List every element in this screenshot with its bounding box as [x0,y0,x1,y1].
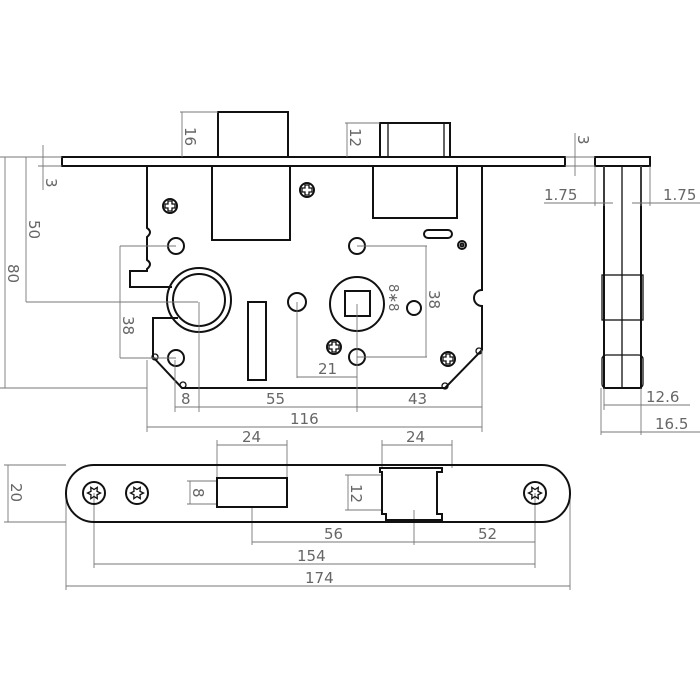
deadbolt-housing [211,165,291,241]
faceplate [61,156,566,167]
label-strike-height: 20 [7,483,25,502]
label-side-faceplate-thickness: 3 [574,135,592,145]
label-strike-opening-2-width: 24 [406,428,425,446]
screw-icon [299,182,315,198]
holes [151,229,483,390]
label-strike-opening-1-width: 24 [242,428,261,446]
label-left-hole-spacing: 38 [119,316,137,335]
strike-opening-latch [379,467,443,521]
label-strike-distance-2: 52 [478,525,497,543]
strike-opening-deadbolt [216,477,288,508]
label-strike-opening-2-height: 12 [347,484,365,503]
label-body-thickness: 12.6 [646,388,679,406]
strike-plate [65,464,571,523]
screw-icon [162,198,178,214]
torx-screw-icon [523,481,547,505]
label-body-width: 116 [290,410,319,428]
latch-housing [372,165,458,219]
label-total-thickness: 16.5 [655,415,688,433]
latch-bolt [379,122,451,158]
dimension-labels: 16 12 3 50 80 38 38 8∗8 21 8 55 43 116 3… [4,127,696,587]
label-body-height: 80 [4,264,22,283]
label-faceplate-thickness: 3 [42,178,60,188]
label-right-hole-spacing: 38 [425,290,443,309]
label-spindle-size: 8∗8 [385,284,400,311]
torx-screw-icon [82,481,106,505]
torx-screw-icon [125,481,149,505]
label-latch-height: 12 [346,128,364,147]
torx-screw-icons [82,481,547,505]
label-right-distance: 43 [408,390,427,408]
label-center-distance: 55 [266,390,285,408]
screw-icon [326,339,342,355]
screw-icon [440,351,456,367]
label-strike-length: 174 [305,569,334,587]
label-spindle-offset: 21 [318,360,337,378]
label-backset: 50 [25,220,43,239]
deadbolt [217,111,289,158]
label-strike-opening-1-height: 8 [189,488,207,498]
label-side-offset-left: 1.75 [544,186,577,204]
label-strike-screw-spacing: 154 [297,547,326,565]
label-edge-offset: 8 [181,390,191,408]
lock-body [129,166,483,389]
label-side-offset-right: 1.75 [663,186,696,204]
label-deadbolt-height: 16 [181,127,199,146]
square-spindle-hole [344,290,371,317]
screw-icons [162,182,456,367]
side-view [594,156,651,389]
slot [247,301,267,381]
dimension-lines [0,111,700,590]
label-strike-distance-1: 56 [324,525,343,543]
